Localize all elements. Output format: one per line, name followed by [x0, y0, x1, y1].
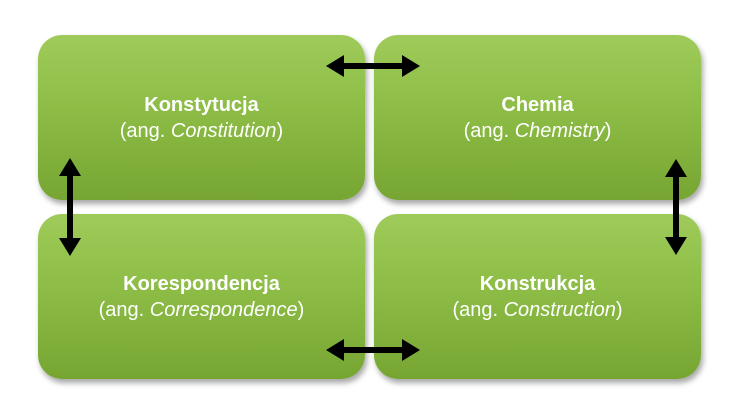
box-subtitle: (ang. Construction) — [452, 298, 623, 321]
english-term: Construction — [503, 298, 616, 321]
english-term: Constitution — [170, 119, 277, 142]
box-title: Konstytucja — [144, 93, 259, 116]
box-title: Konstrukcja — [479, 272, 596, 295]
box-chemia: Chemia (ang. Chemistry) — [374, 35, 701, 200]
box-subtitle: (ang. Chemistry) — [463, 119, 612, 142]
box-title: Korespondencja — [123, 272, 280, 295]
english-term: Chemistry — [514, 119, 605, 142]
box-konstytucja: Konstytucja (ang. Constitution) — [38, 35, 365, 200]
box-subtitle: (ang. Constitution) — [119, 119, 284, 142]
box-konstrukcja: Konstrukcja (ang. Construction) — [374, 214, 701, 379]
box-subtitle: (ang. Correspondence) — [98, 298, 305, 321]
english-term: Correspondence — [149, 298, 298, 321]
box-korespondencja: Korespondencja (ang. Correspondence) — [38, 214, 365, 379]
box-title: Chemia — [501, 93, 574, 116]
